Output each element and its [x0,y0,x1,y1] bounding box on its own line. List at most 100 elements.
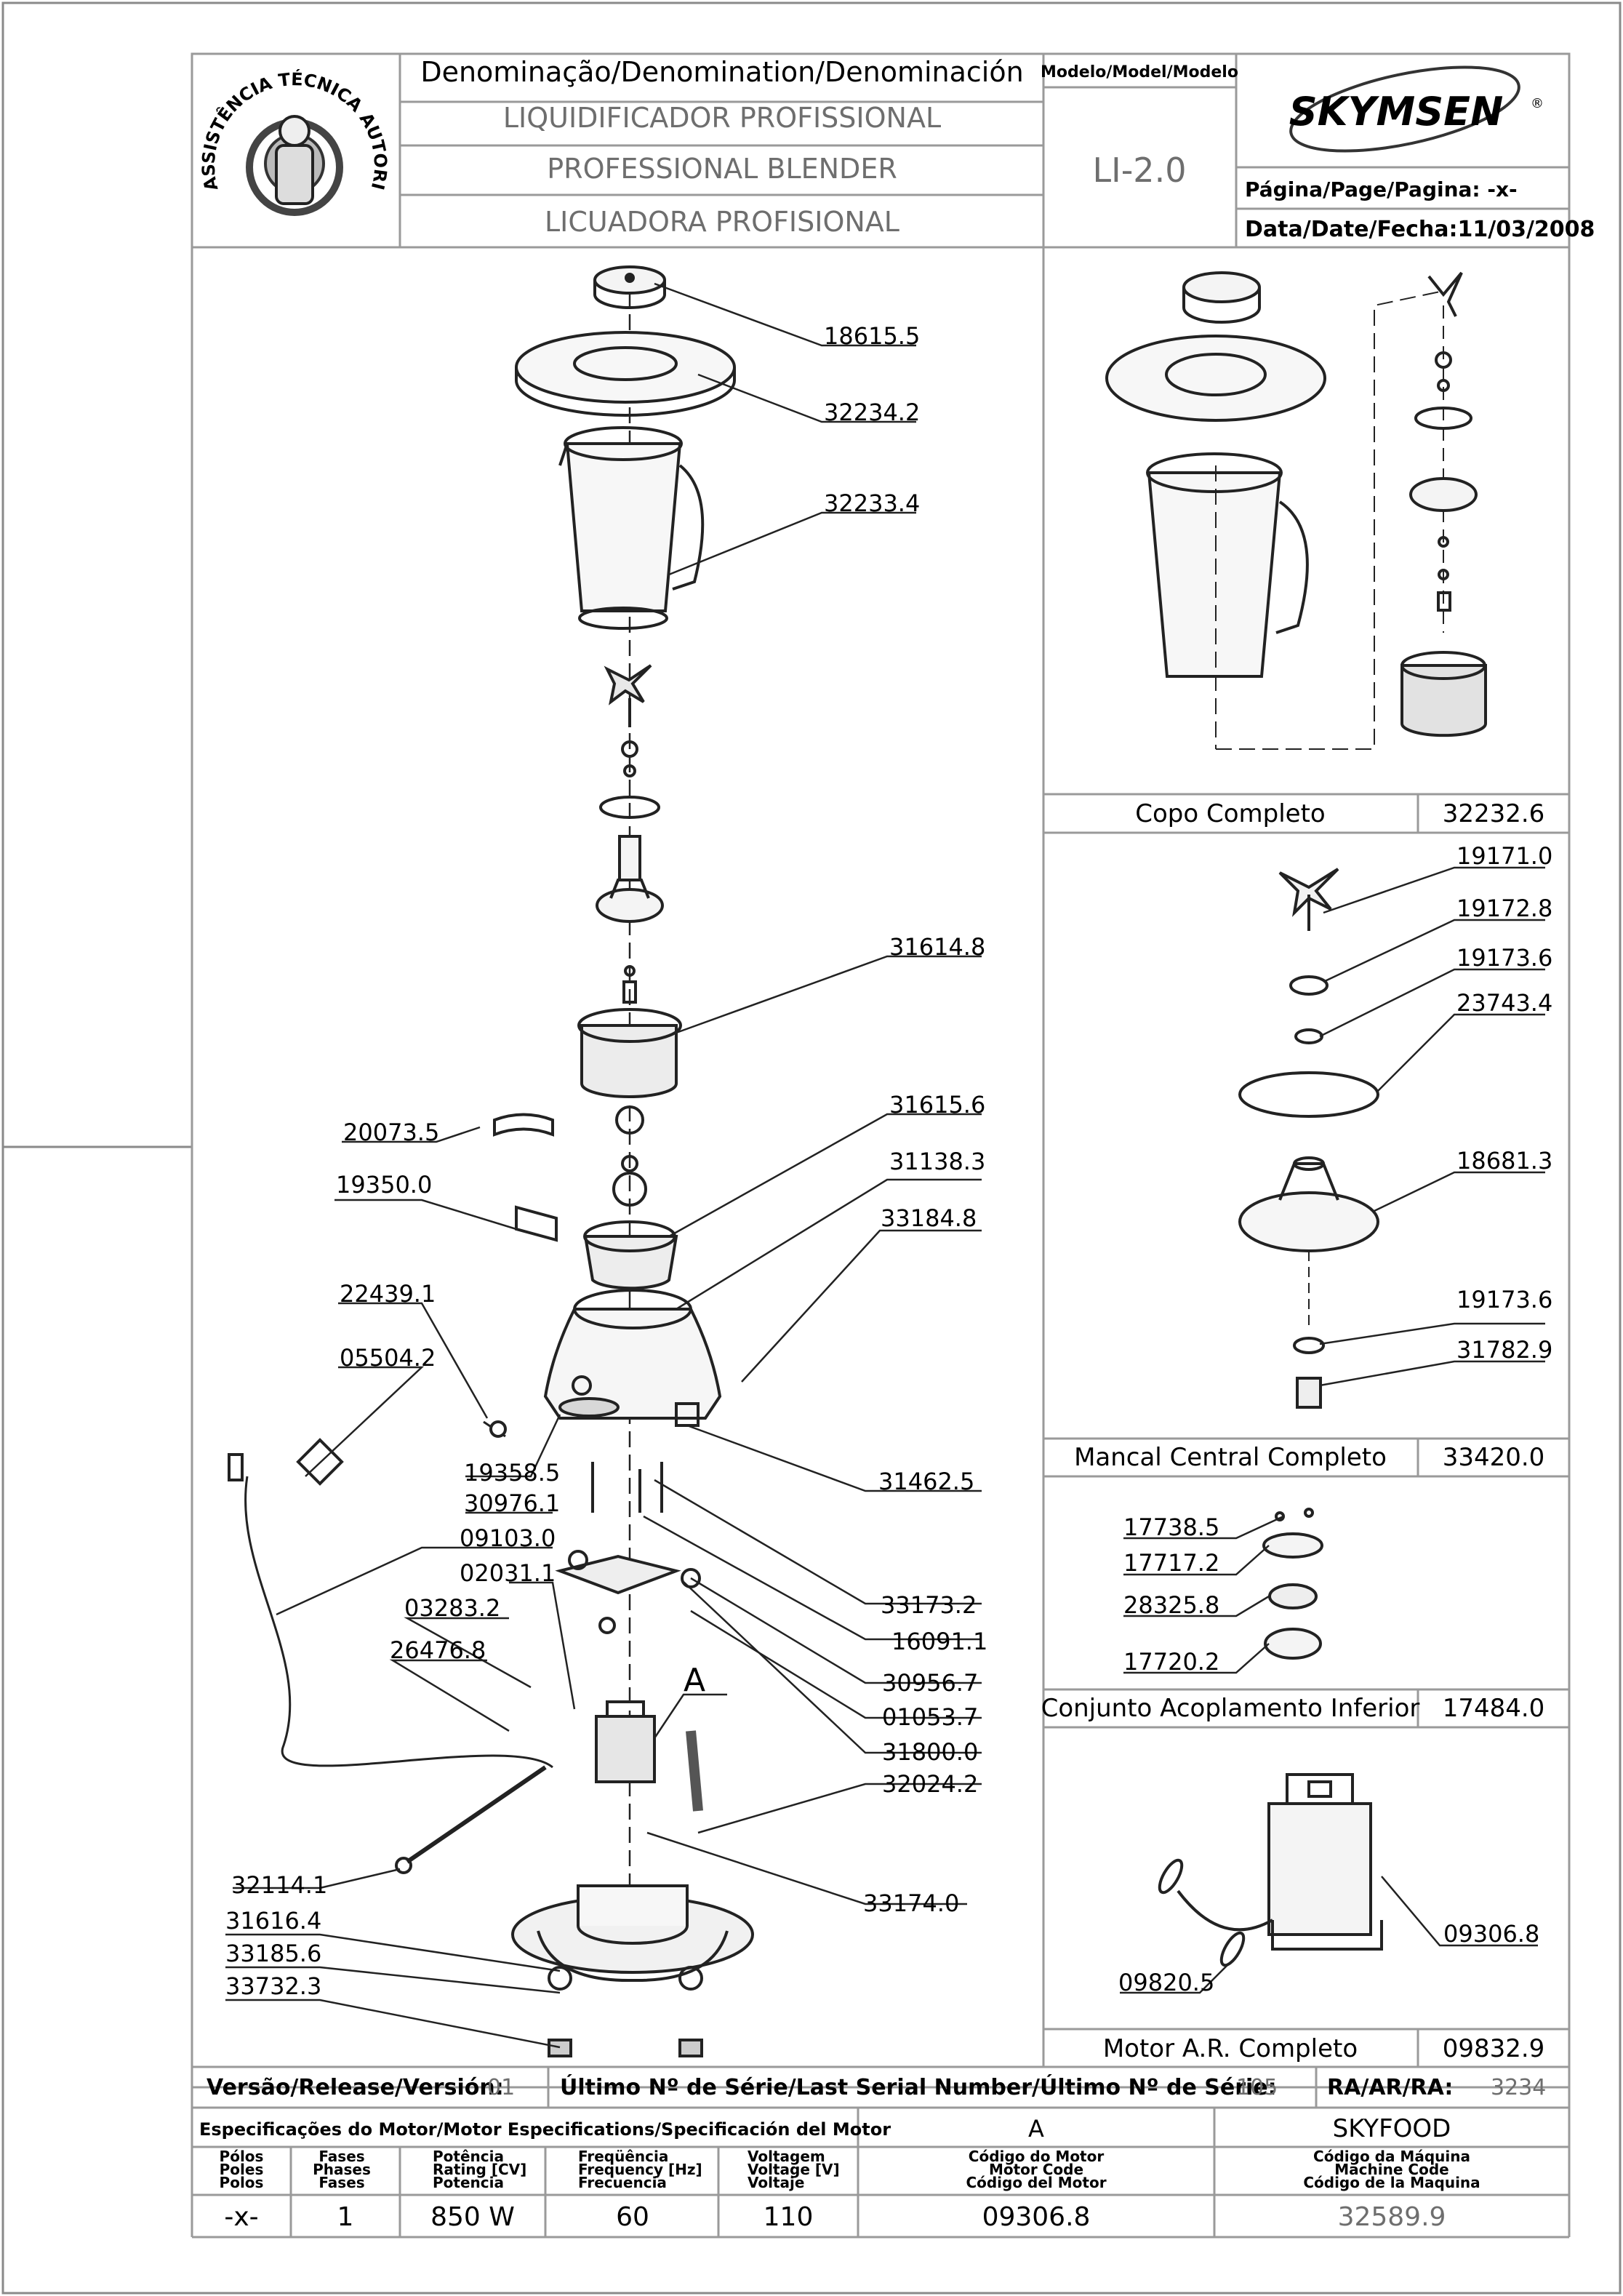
col-motor-code-line2: Motor Code [989,2161,1083,2178]
col-phases-line2: Phases [313,2161,371,2178]
part-number: 19173.6 [1456,944,1552,972]
motor-part-numbers: 09306.8 09820.5 [1118,1920,1539,1996]
spec-values: -x- 1 850 W 60 110 09306.8 32589.9 [224,2202,1446,2232]
version-value: 01 [487,2075,515,2100]
copo-completo-drawing [1105,271,1487,750]
subassembly-name-copo: Copo Completo [1135,799,1325,828]
col-volt-line3: Voltaje [748,2174,804,2191]
part-number: 32234.2 [824,399,920,426]
col-freq-line1: Freqüência [578,2148,668,2165]
skymsen-logo: SKYMSEN ® [1289,65,1544,153]
col-motor-code-line3: Código del Motor [966,2174,1106,2191]
model-label: Modelo/Model/Modelo [1041,63,1238,81]
part-number: 17717.2 [1123,1549,1219,1577]
col-poles-line1: Pólos [220,2148,264,2165]
brand-text: SKYMSEN [1289,89,1504,135]
col-machine-code-line3: Código de la Maquina [1303,2174,1480,2191]
subassembly-code-mancal: 33420.0 [1443,1443,1545,1472]
col-freq-line3: Frecuencia [578,2174,667,2191]
denomination-label: Denominação/Denomination/Denominación [420,56,1023,88]
part-number: 19350.0 [336,1171,432,1199]
val-voltage: 110 [764,2202,814,2232]
motor-leader-lines [1120,1876,1538,1994]
subassembly-name-motor: Motor A.R. Completo [1103,2034,1358,2063]
part-number: 02031.1 [460,1559,556,1587]
subassembly-code-motor: 09832.9 [1443,2034,1545,2063]
part-number: 23743.4 [1456,989,1552,1017]
mancal-leader-lines [1319,866,1545,1387]
col-poles-line2: Poles [220,2161,264,2178]
subassembly-name-acoplamento: Conjunto Acoplamento Inferior [1041,1694,1420,1723]
part-number: 19358.5 [464,1459,560,1487]
name-english: PROFESSIONAL BLENDER [547,153,897,185]
spec-col-b: SKYFOOD [1333,2114,1451,2143]
part-number: 33185.6 [225,1940,321,1967]
part-number: 20073.5 [343,1119,439,1146]
part-number: 31616.4 [225,1907,321,1935]
col-power-line3: Potencia [433,2174,504,2191]
part-number: 31782.9 [1456,1336,1552,1364]
part-number: 17738.5 [1123,1513,1219,1541]
part-number: 09820.5 [1118,1969,1214,1996]
part-number: 17720.2 [1123,1648,1219,1676]
acoplamento-part-numbers: 17738.5 17717.2 28325.8 17720.2 [1123,1513,1219,1676]
part-number: 03283.2 [404,1594,500,1622]
part-number: 28325.8 [1123,1591,1219,1619]
part-number: 33732.3 [225,1972,321,2000]
mancal-part-numbers: 19171.0 19172.8 19173.6 23743.4 18681.3 … [1456,842,1552,1364]
motor-spec-title: Especificações do Motor/Motor Especifica… [199,2119,891,2140]
part-number: 31462.5 [878,1468,974,1495]
mancal-central-drawing [1238,868,1379,1409]
part-number: 31615.6 [889,1091,985,1119]
part-number: 19172.8 [1456,895,1552,922]
name-portuguese: LIQUIDIFICADOR PROFISSIONAL [503,102,941,134]
page-label: Página/Page/Pagina: -x- [1245,177,1518,201]
acoplamento-leader-lines [1123,1515,1284,1674]
val-frequency: 60 [616,2202,649,2232]
stamp-text: ASSISTÊNCIA TÉCNICA AUTORIZADA [0,0,390,193]
val-power: 850 W [430,2202,515,2232]
col-machine-code-line2: Machine Code [1334,2161,1448,2178]
val-phases: 1 [337,2202,354,2232]
col-power-line2: Rating [CV] [433,2161,526,2178]
name-spanish: LICUADORA PROFISIONAL [545,206,899,238]
part-number: 30956.7 [882,1669,978,1697]
part-number: 09306.8 [1443,1920,1539,1948]
part-number: 33184.8 [881,1204,977,1232]
brand-mark: ® [1531,96,1544,111]
leader-lines [225,282,982,2049]
part-number: 01053.7 [882,1703,978,1731]
spec-column-headers: Pólos Poles Polos Fases Phases Fases Pot… [220,2148,1480,2191]
col-phases-line1: Fases [318,2148,364,2165]
part-number: 32233.4 [824,489,920,517]
part-number: 32024.2 [882,1770,978,1798]
table-grid [191,52,1571,2239]
part-number: 33174.0 [863,1889,959,1917]
subassembly-name-mancal: Mancal Central Completo [1074,1443,1387,1472]
main-part-numbers: 18615.5 32234.2 32233.4 31614.8 20073.5 … [225,322,987,2000]
col-phases-line3: Fases [318,2174,364,2191]
part-number: 05504.2 [340,1344,436,1372]
spec-col-a: A [1028,2115,1044,2143]
col-motor-code-line1: Código do Motor [969,2148,1105,2165]
version-label: Versão/Release/Versión: [207,2075,504,2100]
val-poles: -x- [224,2202,258,2232]
part-number: 31138.3 [889,1148,985,1175]
col-volt-line2: Voltage [V] [748,2161,840,2178]
col-volt-line1: Voltagem [748,2148,825,2165]
col-freq-line2: Frequency [Hz] [578,2161,702,2178]
part-number: 19173.6 [1456,1286,1552,1313]
technical-assistance-stamp: ASSISTÊNCIA TÉCNICA AUTORIZADA [0,0,390,216]
serial-value: 105 [1236,2075,1278,2100]
col-machine-code-line1: Código da Máquina [1313,2148,1470,2165]
serial-label: Último Nº de Série/Last Serial Number/Úl… [560,2073,1277,2100]
val-motor-code: 09306.8 [982,2202,1091,2232]
part-number: 26476.8 [390,1636,486,1664]
part-number: 31800.0 [882,1738,978,1766]
part-number: 32114.1 [231,1871,327,1899]
col-poles-line3: Polos [220,2174,264,2191]
date-label: Data/Date/Fecha:11/03/2008 [1245,217,1595,242]
part-number: 22439.1 [340,1280,436,1308]
detail-marker: A [684,1662,705,1699]
